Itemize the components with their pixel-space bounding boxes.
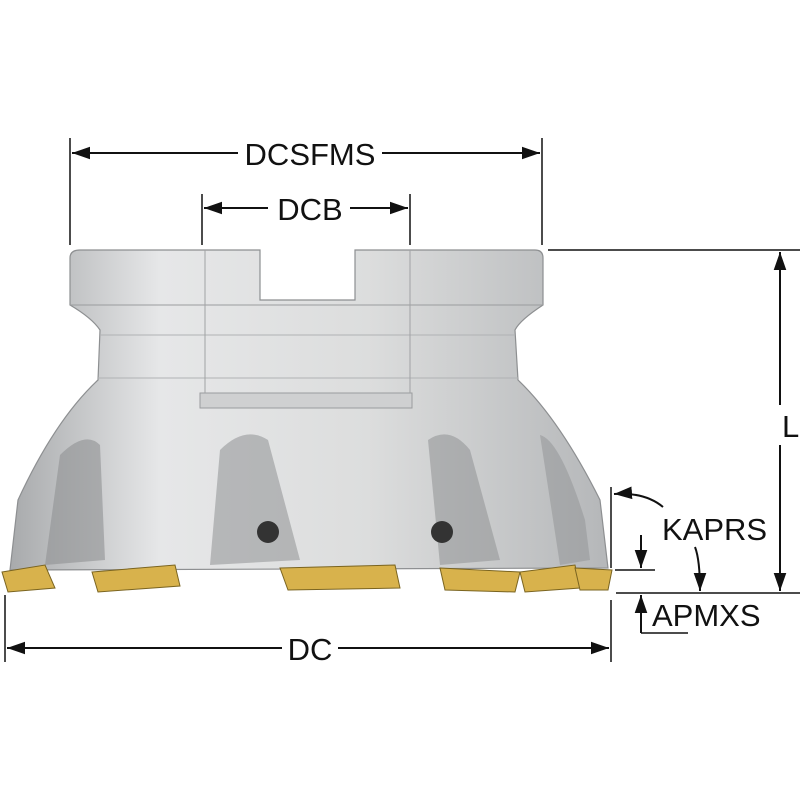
label-lf: LF — [782, 409, 800, 444]
dimension-lf: LF — [548, 249, 800, 591]
cutter-body — [9, 249, 609, 571]
dimension-dcsfms: DCSFMS — [69, 137, 543, 245]
coolant-hole-icon — [257, 521, 279, 543]
dimension-dcb: DCB — [201, 192, 411, 245]
label-dcsfms: DCSFMS — [245, 137, 376, 172]
label-kaprs: KAPRS — [662, 512, 767, 547]
label-apmxs: APMXS — [652, 598, 761, 633]
inserts — [1, 564, 613, 593]
coolant-hole-icon — [431, 521, 453, 543]
dimension-apmxs: APMXS — [615, 535, 800, 634]
dimension-kaprs: KAPRS — [610, 486, 767, 592]
label-dc: DC — [288, 632, 333, 667]
dimension-dc: DC — [4, 595, 612, 667]
label-dcb: DCB — [277, 192, 342, 227]
